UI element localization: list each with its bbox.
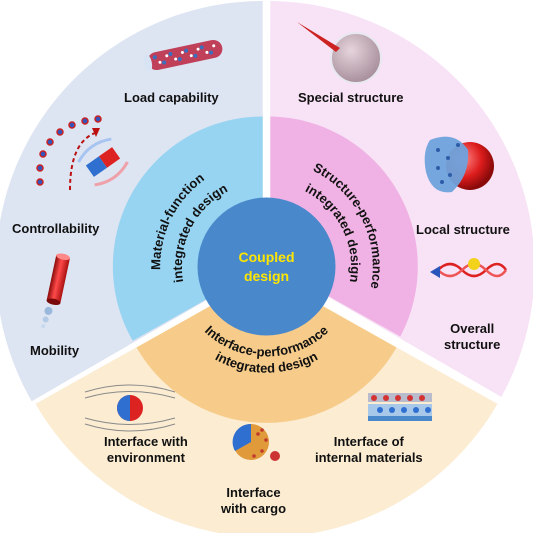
center-label-line2: design — [243, 267, 290, 284]
overall-structure-line2: structure — [444, 337, 501, 353]
nanotube-icon — [143, 39, 223, 72]
cargo-interface-icon — [232, 423, 280, 461]
local-structure-label: Local structure — [416, 222, 510, 237]
interface-cargo-label: Interface with cargo — [221, 485, 286, 518]
controllability-label: Controllability — [12, 221, 100, 236]
interface-environment-label: Interface with environment — [104, 434, 188, 467]
magnet-icon — [77, 137, 129, 187]
special-structure-label: Special structure — [298, 90, 404, 105]
interface-environment-line1: Interface with — [104, 434, 188, 449]
interface-internal-label: Interface of internal materials — [315, 434, 423, 467]
interface-cargo-line1: Interface — [226, 485, 281, 500]
overall-structure-line1: Overall — [450, 321, 495, 336]
bottom-inner-sector — [136, 274, 397, 423]
interface-internal-line2: internal materials — [315, 450, 423, 466]
interface-environment-line2: environment — [106, 450, 185, 466]
particle-trail-icon — [36, 115, 102, 191]
interface-internal-line1: Interface of — [333, 434, 404, 449]
center-circle — [197, 197, 336, 336]
helix-icon — [430, 258, 508, 278]
environment-interface-icon — [84, 384, 176, 432]
load-capability-label: Load capability — [124, 90, 219, 105]
center-label: Coupled design — [226, 248, 307, 286]
internal-materials-icon — [368, 393, 432, 421]
center-label-line1: Coupled — [238, 249, 295, 265]
overall-structure-label: Overall structure — [444, 321, 500, 354]
mobility-label: Mobility — [30, 343, 80, 358]
special-structure-icon — [297, 22, 382, 84]
cylinder-rocket-icon — [41, 253, 70, 329]
interface-cargo-line2: with cargo — [221, 501, 287, 517]
local-structure-icon — [424, 136, 494, 193]
